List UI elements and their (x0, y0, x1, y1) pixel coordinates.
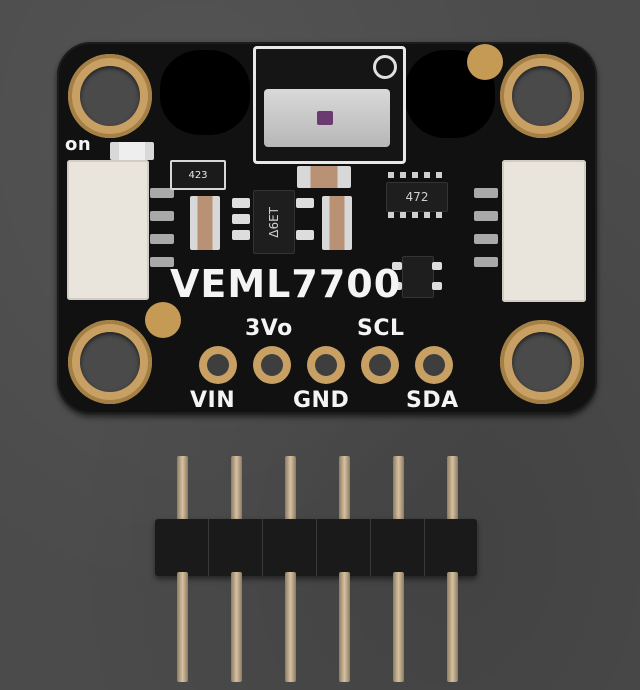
pin-label-sda: SDA (406, 388, 459, 413)
level-shifter-chip (402, 256, 434, 298)
regulator-pad-left-3 (232, 230, 250, 240)
pin-hole-3vo (253, 346, 291, 384)
connector-pins-left (150, 188, 174, 280)
header-pin-bottom-3 (285, 572, 296, 682)
pin-hole-sda (415, 346, 453, 384)
pin-hole-gnd (307, 346, 345, 384)
capacitor-top (297, 166, 351, 188)
regulator-pad-right-2 (296, 230, 314, 240)
header-pin-top-2 (231, 456, 242, 526)
header-pin-bottom-5 (393, 572, 404, 682)
led-label: on (65, 134, 92, 155)
sensor-photodiode-window (317, 111, 333, 125)
header-pin-top-1 (177, 456, 188, 526)
capacitor-left (190, 196, 220, 250)
stemma-connector-right (502, 160, 586, 302)
sensor-orientation-circle (373, 55, 397, 79)
pin-header-plastic-body (155, 519, 477, 576)
voltage-regulator-chip: Δ6ET (253, 190, 295, 254)
level-shifter-pad-3 (432, 262, 442, 270)
regulator-pad-left-2 (232, 214, 250, 224)
pin-label-scl: SCL (357, 316, 405, 341)
black-blob-left (160, 50, 250, 135)
pin-label-3vo: 3Vo (245, 316, 293, 341)
level-shifter-pad-1 (392, 262, 402, 270)
capacitor-right (322, 196, 352, 250)
header-pin-top-4 (339, 456, 350, 526)
mounting-hole-bottom-left (68, 320, 152, 404)
regulator-marking: Δ6ET (267, 206, 281, 238)
resistor-network-472: 472 (386, 182, 448, 212)
resistor-network-legs-bottom (388, 212, 446, 218)
mounting-hole-top-right (500, 54, 584, 138)
level-shifter-pad-2 (392, 282, 402, 290)
fiducial-pad-left (145, 302, 181, 338)
regulator-pad-right-1 (296, 198, 314, 208)
stemma-connector-left (67, 160, 149, 300)
sensor-chip-body (264, 89, 390, 147)
header-pin-bottom-2 (231, 572, 242, 682)
level-shifter-pad-4 (432, 282, 442, 290)
pin-label-vin: VIN (190, 388, 236, 413)
mounting-hole-top-left (68, 54, 152, 138)
pin-hole-vin (199, 346, 237, 384)
fiducial-pad-top (467, 44, 503, 80)
pin-hole-scl (361, 346, 399, 384)
connector-pins-right (474, 188, 498, 280)
header-pin-bottom-6 (447, 572, 458, 682)
header-pin-top-6 (447, 456, 458, 526)
mounting-hole-bottom-right (500, 320, 584, 404)
power-led (110, 142, 154, 160)
board-title: VEML7700 (170, 262, 402, 306)
header-pin-top-5 (393, 456, 404, 526)
header-pin-bottom-1 (177, 572, 188, 682)
resistor-423-marking: 423 (188, 169, 208, 181)
light-sensor-package (253, 46, 406, 164)
regulator-pad-left-1 (232, 198, 250, 208)
header-pin-top-3 (285, 456, 296, 526)
resistor-423: 423 (170, 160, 226, 190)
pin-label-gnd: GND (293, 388, 350, 413)
resistor-network-legs-top (388, 172, 446, 178)
resistor-network-marking: 472 (405, 190, 429, 204)
header-pin-bottom-4 (339, 572, 350, 682)
